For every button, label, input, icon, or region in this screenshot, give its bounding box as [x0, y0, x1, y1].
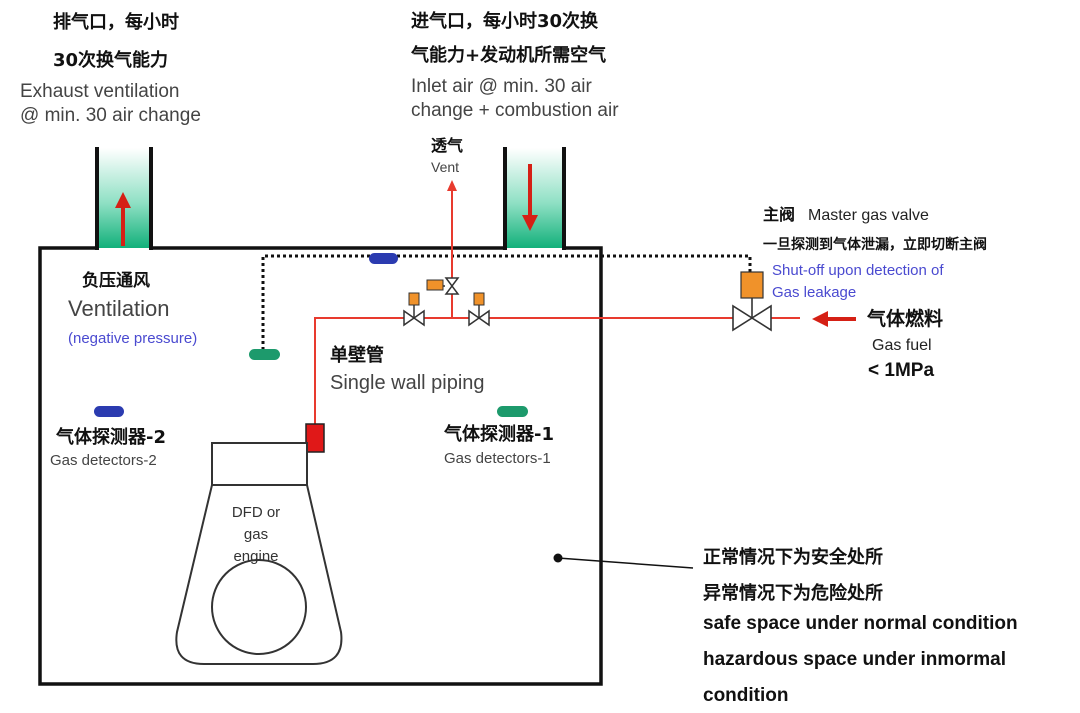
- inlet-duct-fill: [505, 148, 564, 248]
- space-note-cn-1: 正常情况下为安全处所: [703, 547, 883, 568]
- inlet-label-cn-1: 进气口，每小时30次换: [411, 11, 599, 32]
- detector1-label-en: Gas detectors-1: [444, 450, 551, 467]
- engine-label-2: gas: [243, 526, 269, 543]
- gas-fuel-label-cn: 气体燃料: [867, 308, 944, 330]
- engine-label-1: DFD or: [231, 504, 281, 521]
- space-note-en-3: condition: [703, 685, 789, 706]
- detector-signal-line: [261, 254, 752, 350]
- vent-label-cn: 透气: [431, 136, 464, 155]
- master-valve-note-cn: 一旦探测到气体泄漏，立即切断主阀: [763, 237, 987, 253]
- inlet-label-en-2: change + combustion air: [411, 100, 619, 121]
- exhaust-label-en-1: Exhaust ventilation: [20, 81, 180, 102]
- master-valve-note-en-2: Gas leakage: [772, 284, 857, 301]
- detector-top-icon: [369, 253, 398, 264]
- gas-detector-2-icon: [94, 406, 124, 417]
- master-valve-note-en-1: Shut-off upon detection of: [772, 262, 944, 279]
- exhaust-label-en-2: @ min. 30 air change: [20, 105, 201, 126]
- detector1-label-cn: 气体探测器-1: [444, 424, 554, 445]
- vent-label-en: Vent: [431, 159, 460, 175]
- block-valve-1-icon: [403, 292, 425, 327]
- gas-fuel-arrow-icon: [812, 311, 856, 327]
- detector-signal-end-icon: [249, 349, 280, 360]
- gas-detector-1-icon: [497, 406, 528, 417]
- piping-label-cn: 单壁管: [330, 345, 384, 366]
- exhaust-label-cn-1: 排气口，每小时: [53, 12, 179, 33]
- single-wall-gas-pipe: [314, 317, 800, 425]
- master-valve-label-en: Master gas valve: [808, 207, 929, 224]
- space-note-cn-2: 异常情况下为危险处所: [703, 583, 883, 604]
- vent-arrow-icon: [447, 180, 457, 191]
- exhaust-label-cn-2: 30次换气能力: [53, 50, 169, 71]
- detector2-label-en: Gas detectors-2: [50, 452, 157, 469]
- engine-label-3: engine: [233, 548, 279, 565]
- engine-icon: [175, 442, 343, 665]
- vent-valve-icon: [426, 277, 460, 295]
- space-note-en-2: hazardous space under inmormal: [703, 649, 1007, 670]
- detector2-label-cn: 气体探测器-2: [56, 427, 166, 448]
- ventilation-label-cn: 负压通风: [82, 271, 150, 291]
- piping-label-en: Single wall piping: [330, 372, 485, 394]
- exhaust-arrow-icon: [115, 192, 131, 246]
- space-note-en-1: safe space under normal condition: [703, 613, 1018, 634]
- ventilation-label-en: Ventilation: [68, 296, 170, 321]
- inlet-arrow-icon: [522, 164, 538, 231]
- block-valve-2-icon: [468, 292, 490, 327]
- engine-room-outline: [38, 246, 603, 686]
- pipe-sensor-icon: [305, 423, 325, 453]
- inlet-label-en-1: Inlet air @ min. 30 air: [411, 76, 592, 97]
- space-note-leader: [557, 557, 694, 569]
- ventilation-note: (negative pressure): [68, 330, 198, 347]
- gas-fuel-pressure: < 1MPa: [868, 360, 935, 381]
- space-note-dot-icon: [553, 553, 563, 563]
- master-gas-valve-icon: [732, 271, 772, 332]
- gas-fuel-label-en: Gas fuel: [872, 337, 932, 354]
- inlet-label-cn-2: 气能力+发动机所需空气: [411, 45, 607, 66]
- master-valve-label-cn: 主阀: [763, 205, 796, 224]
